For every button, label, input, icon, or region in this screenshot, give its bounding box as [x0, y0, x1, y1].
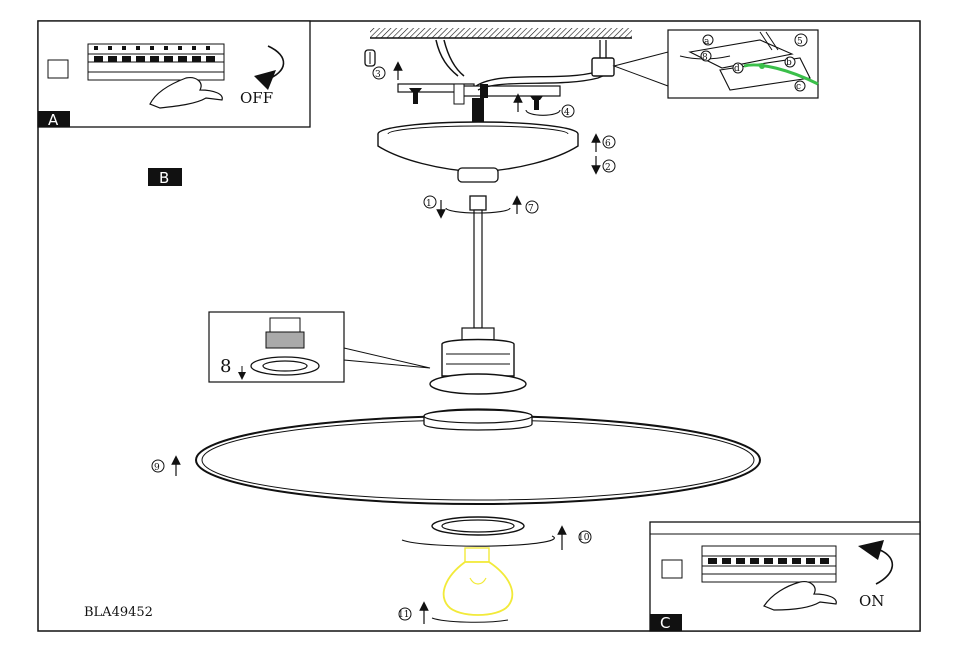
- outer-frame: [37, 20, 921, 632]
- hand-icon: [763, 581, 837, 611]
- callout-c: c: [796, 82, 801, 92]
- step-callout-11: 11: [398, 601, 429, 624]
- svg-text:2: 2: [605, 163, 611, 173]
- rotate-arrow-icon: [875, 549, 894, 585]
- svg-text:11: 11: [398, 610, 409, 620]
- on-label: ON: [859, 592, 884, 610]
- light-bulb-icon: [431, 547, 514, 623]
- callout-5: 5: [797, 37, 803, 47]
- svg-text:6: 6: [605, 139, 611, 149]
- wiring-detail-inset: a 5 8 d b c: [612, 29, 819, 99]
- panel-a-tag-bg: [38, 111, 70, 127]
- svg-text:1: 1: [426, 199, 432, 209]
- step-callout-6: 6: [591, 133, 616, 152]
- svg-text:3: 3: [375, 70, 381, 80]
- step-callout-10: 10: [557, 525, 592, 550]
- shade-ring: [401, 516, 555, 547]
- canopy: [377, 121, 579, 183]
- panel-b-tag: B: [159, 169, 169, 187]
- terminal-block-icon: [661, 545, 837, 583]
- svg-text:7: 7: [528, 204, 534, 214]
- callout-b: b: [786, 58, 792, 68]
- socket-detail-inset: 8: [208, 311, 431, 383]
- step-callout-4: 4: [513, 93, 575, 118]
- hand-icon: [149, 77, 223, 109]
- ceiling-mount: [364, 28, 632, 128]
- svg-text:9: 9: [154, 463, 160, 473]
- step-callout-8: 8: [220, 356, 231, 377]
- step-callout-9: 9: [151, 455, 181, 476]
- panel-c: ON C: [649, 521, 921, 632]
- screw-icon: [409, 88, 422, 104]
- screw-icon: [364, 49, 376, 67]
- svg-text:10: 10: [578, 533, 590, 543]
- callout-8: 8: [702, 53, 708, 63]
- callout-a: a: [704, 37, 710, 47]
- model-code: BLA49452: [84, 605, 153, 620]
- lamp-shade: [195, 408, 761, 505]
- step-callout-1: 1: [423, 195, 446, 219]
- callout-d: d: [734, 64, 740, 74]
- suspension-rod: [445, 195, 511, 329]
- off-label: OFF: [240, 89, 273, 107]
- lamp-socket: [429, 327, 527, 395]
- step-callout-7: 7: [512, 195, 539, 214]
- terminal-block-icon: [47, 43, 225, 81]
- panel-b-tag-bg: [148, 168, 182, 186]
- panel-c-tag-bg: [650, 614, 682, 631]
- step-callout-3: 3: [372, 61, 403, 80]
- screw-icon: [530, 96, 543, 110]
- panel-a-tag: A: [48, 111, 59, 129]
- svg-text:4: 4: [564, 108, 570, 118]
- panel-c-tag: C: [660, 614, 670, 632]
- panel-a: OFF A: [37, 20, 311, 129]
- step-callout-2: 2: [591, 156, 616, 175]
